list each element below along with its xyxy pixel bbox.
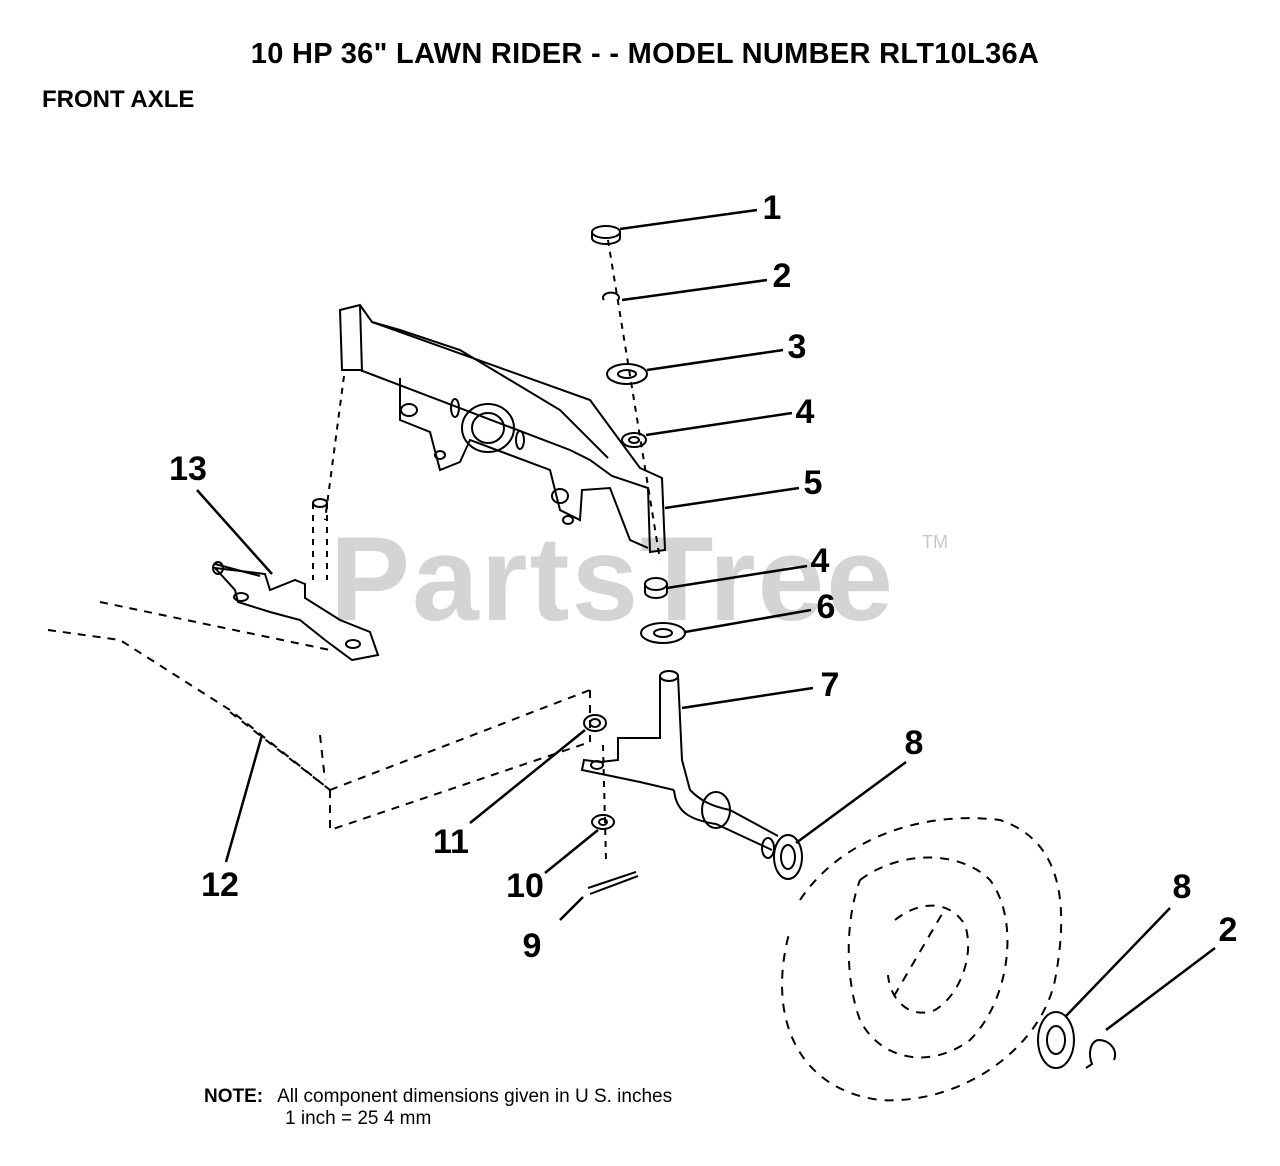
note-line-2: 1 inch = 25 4 mm	[285, 1108, 432, 1129]
callout-5: 5	[804, 464, 823, 502]
dimension-note: NOTE: All component dimensions given in U…	[204, 1086, 672, 1130]
callout-10: 10	[506, 867, 544, 905]
part-washer-spindle	[773, 834, 803, 880]
part-wheel-clip	[1085, 1039, 1116, 1069]
callout-13: 13	[169, 450, 207, 488]
callout-7: 7	[821, 666, 840, 704]
callout-4-lower: 4	[811, 542, 830, 580]
watermark-trademark: TM	[922, 532, 948, 552]
callout-11: 11	[433, 823, 469, 861]
part-axle-beam	[324, 303, 667, 554]
part-bushing	[644, 577, 668, 599]
part-pivot-bushing	[583, 714, 607, 732]
assembly-centerline	[607, 239, 661, 561]
part-spindle	[580, 670, 779, 859]
part-cap	[591, 225, 621, 245]
note-label: NOTE:	[204, 1086, 264, 1107]
note-line-1: All component dimensions given in U S. i…	[277, 1086, 673, 1107]
part-washer-small	[621, 432, 647, 448]
callout-2: 2	[773, 257, 792, 295]
part-washer-large	[606, 363, 648, 385]
callout-2-right: 2	[1219, 911, 1238, 949]
section-title: FRONT AXLE	[42, 86, 195, 113]
part-frame	[47, 601, 591, 832]
callout-3: 3	[788, 328, 807, 366]
diagram-title: 10 HP 36" LAWN RIDER - - MODEL NUMBER RL…	[250, 38, 1040, 70]
callout-12: 12	[201, 866, 239, 904]
part-clip	[602, 291, 620, 301]
part-front-bracket	[212, 498, 380, 662]
callout-labels: 1 2 3 4 5 4 6 7 8 11 10 9 12 13 8 2	[169, 189, 1237, 965]
part-washer-medium	[640, 622, 686, 644]
callout-4: 4	[796, 393, 815, 431]
callout-6: 6	[817, 588, 836, 626]
callout-9: 9	[523, 927, 542, 965]
part-washer-pin	[591, 814, 615, 830]
callout-8: 8	[905, 724, 924, 762]
part-cotter-pin	[587, 871, 639, 895]
part-tire	[781, 817, 1063, 1102]
callout-1: 1	[763, 189, 782, 227]
callout-8-right: 8	[1173, 868, 1192, 906]
leader-lines	[196, 208, 1216, 1031]
part-washer-wheel	[1037, 1011, 1075, 1069]
watermark: PartsTree	[330, 512, 896, 646]
